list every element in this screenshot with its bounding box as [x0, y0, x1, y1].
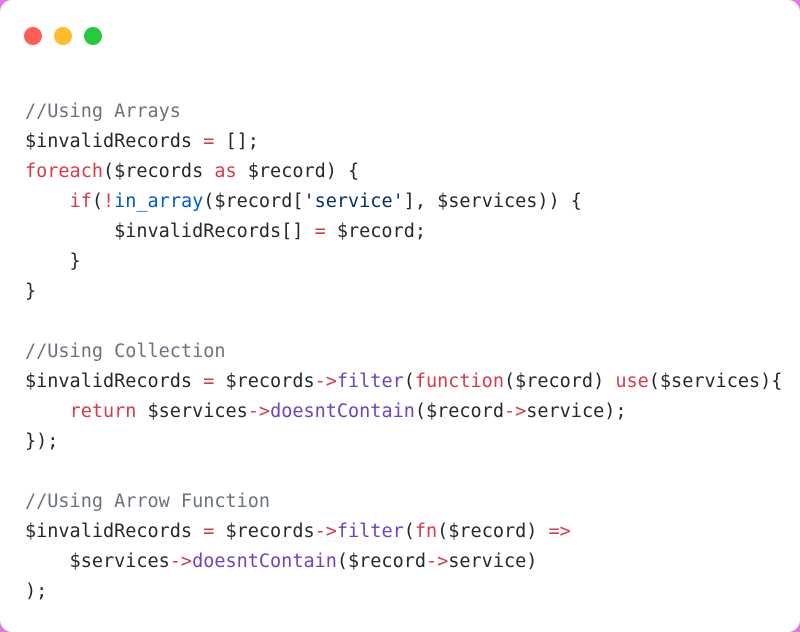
- code-token-keyword: ->: [247, 401, 271, 422]
- code-token-plain: $records: [214, 371, 315, 392]
- code-token-comment: //Using Arrays: [25, 101, 181, 122]
- close-dot-icon[interactable]: [24, 27, 42, 45]
- code-line: //Using Arrays: [25, 97, 782, 127]
- code-token-plain: (: [403, 371, 415, 392]
- code-token-plain: [25, 191, 70, 212]
- code-line: if(!in_array($record['service'], $servic…: [25, 187, 782, 217]
- code-token-plain: service): [448, 551, 538, 572]
- code-token-plain: ($record: [414, 401, 504, 422]
- code-token-plain: ($record: [336, 551, 426, 572]
- code-token-comment: //Using Collection: [25, 341, 226, 362]
- code-line: $invalidRecords = $records->filter(funct…: [25, 367, 782, 397]
- code-token-keyword: use: [615, 371, 649, 392]
- code-token-keyword: !: [102, 191, 115, 212]
- code-token-plain: $invalidRecords: [25, 371, 204, 392]
- code-token-plain: (: [91, 191, 103, 212]
- code-token-plain: (: [403, 521, 415, 542]
- code-token-plain: ($record): [503, 371, 616, 392]
- code-line: $invalidRecords = $records->filter(fn($r…: [25, 517, 782, 547]
- code-block: //Using Arrays$invalidRecords = [];forea…: [25, 97, 782, 607]
- code-token-keyword: ->: [425, 551, 449, 572]
- code-line: //Using Collection: [25, 337, 782, 367]
- code-token-keyword: =: [314, 221, 326, 242]
- code-line: });: [25, 427, 782, 457]
- code-line: $services->doesntContain($record->servic…: [25, 547, 782, 577]
- code-token-plain: $invalidRecords: [25, 521, 204, 542]
- code-token-plain: });: [25, 431, 59, 452]
- code-line: foreach($records as $record) {: [25, 157, 782, 187]
- code-token-plain: $record;: [325, 221, 426, 242]
- code-token-plain: $records: [214, 521, 315, 542]
- code-token-plain: ($record): [437, 521, 549, 542]
- code-line: ​: [25, 457, 782, 487]
- code-token-keyword: function: [414, 371, 504, 392]
- window-controls: [24, 27, 102, 45]
- code-token-plain: $services: [136, 401, 248, 422]
- code-line: );: [25, 577, 782, 607]
- code-token-plain: }: [25, 251, 81, 272]
- code-token-plain: $invalidRecords: [25, 131, 204, 152]
- code-line: ​: [25, 307, 782, 337]
- code-line: //Using Arrow Function: [25, 487, 782, 517]
- code-token-method: filter: [336, 371, 404, 392]
- code-token-keyword: =: [203, 371, 215, 392]
- code-token-method: doesntContain: [192, 551, 337, 572]
- code-token-plain: service);: [526, 401, 627, 422]
- code-line: }: [25, 247, 782, 277]
- code-token-string: 'service': [303, 191, 404, 212]
- code-token-method: filter: [336, 521, 404, 542]
- code-token-plain: ($records: [102, 161, 215, 182]
- code-token-plain: $invalidRecords[]: [25, 221, 315, 242]
- minimize-dot-icon[interactable]: [54, 27, 72, 45]
- code-token-plain: $services: [25, 551, 170, 572]
- code-line: return $services->doesntContain($record-…: [25, 397, 782, 427]
- code-token-keyword: =: [203, 521, 215, 542]
- code-token-plain: );: [25, 581, 48, 602]
- code-token-keyword: fn: [414, 521, 438, 542]
- code-token-keyword: if: [69, 191, 92, 212]
- code-token-keyword: ->: [314, 521, 337, 542]
- code-token-plain: ], $services)) {: [403, 191, 582, 212]
- code-token-plain: }: [25, 281, 37, 302]
- code-token-keyword: ->: [314, 371, 337, 392]
- code-token-method: doesntContain: [270, 401, 415, 422]
- code-token-plain: [];: [214, 131, 259, 152]
- code-token-comment: //Using Arrow Function: [25, 491, 271, 512]
- maximize-dot-icon[interactable]: [84, 27, 102, 45]
- code-line: $invalidRecords[] = $record;: [25, 217, 782, 247]
- code-token-keyword: as: [214, 161, 237, 182]
- code-token-plain: ($services){: [648, 371, 783, 392]
- code-token-plain: [25, 401, 70, 422]
- code-line: }: [25, 277, 782, 307]
- code-token-keyword: =>: [548, 521, 571, 542]
- code-token-keyword: =: [203, 131, 215, 152]
- code-line: $invalidRecords = [];: [25, 127, 782, 157]
- code-token-func: in_array: [114, 191, 204, 212]
- code-token-keyword: return: [69, 401, 137, 422]
- code-token-keyword: ->: [169, 551, 193, 572]
- code-token-keyword: ->: [503, 401, 527, 422]
- code-token-plain: ($record[: [203, 191, 304, 212]
- code-token-keyword: foreach: [25, 161, 103, 182]
- code-token-plain: $record) {: [236, 161, 360, 182]
